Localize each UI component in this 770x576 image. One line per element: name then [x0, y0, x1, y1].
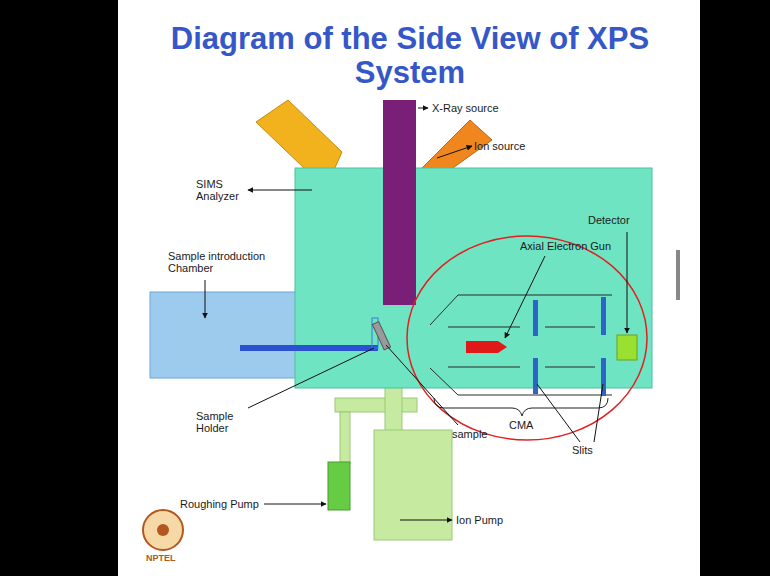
intro-chamber	[150, 292, 296, 378]
part-label: X-Ray source	[432, 102, 499, 114]
nptel-logo	[143, 510, 183, 550]
scroll-mark	[676, 250, 680, 300]
leader-line	[205, 108, 627, 520]
xray-source	[383, 100, 416, 305]
electron-gun	[466, 341, 507, 353]
transfer-rod	[240, 345, 378, 351]
ion-pump	[374, 430, 452, 540]
part-label: Detector	[588, 214, 630, 226]
logo-text: NPTEL	[146, 552, 176, 564]
sample	[372, 322, 390, 350]
cma	[430, 295, 612, 395]
part-label: Sample Holder	[196, 410, 256, 434]
pipe	[340, 412, 350, 464]
part-label: SIMS Analyzer	[196, 178, 244, 202]
detector	[617, 335, 637, 360]
part-label: Ion source	[474, 140, 525, 152]
side-bar	[700, 0, 770, 576]
part-label: Roughing Pump	[180, 498, 260, 510]
pipe	[335, 398, 417, 412]
roughing-pump	[328, 462, 350, 510]
part-label: Ion Pump	[456, 514, 503, 526]
cma-brace	[434, 398, 608, 416]
highlight-ellipse	[407, 236, 647, 440]
part-label: Axial Electron Gun	[520, 240, 650, 252]
slit	[533, 297, 606, 396]
sims-analyzer	[256, 100, 342, 170]
part-label: sample	[452, 428, 487, 440]
pipe	[385, 386, 402, 432]
part-label: CMA	[509, 419, 533, 431]
part-label: Slits	[572, 444, 593, 456]
slide-title: Diagram of the Side View of XPS System	[150, 22, 670, 90]
part-label: Sample introduction Chamber	[168, 250, 288, 274]
main-chamber	[295, 168, 652, 388]
side-bar	[0, 0, 118, 576]
